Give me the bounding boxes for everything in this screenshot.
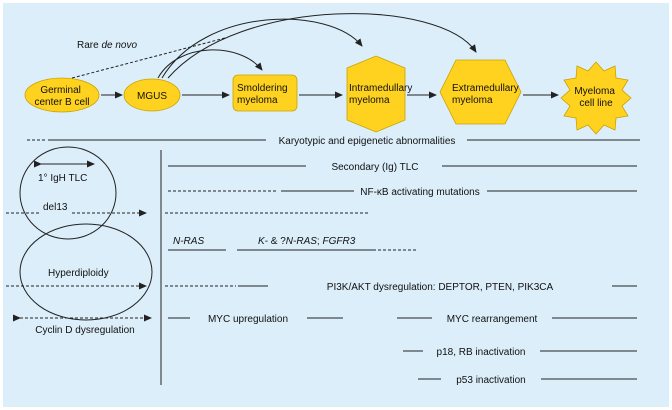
kras-fgfr3-label: K- & ?N-RAS; FGFR3: [258, 236, 356, 247]
stage-intramedullary-label: Intramedullary myeloma: [349, 83, 415, 106]
stage-germinal-center-label: Germinal center B cell: [34, 85, 89, 108]
p53-label: p53 inactivation: [456, 375, 526, 386]
igh-tlc-circle: [19, 146, 117, 240]
stage-smoldering-label: Smoldering myeloma: [237, 83, 290, 106]
stage-mgus-shape: [123, 78, 181, 112]
curve-arrow-to-extramedullary: [167, 13, 477, 79]
myc-upregulation-label: MYC upregulation: [208, 314, 288, 325]
rare-de-novo-label: Rare de novo: [77, 40, 137, 51]
igh-tlc-label: 1° IgH TLC: [38, 173, 87, 184]
nfkb-label: NF-κB activating mutations: [360, 187, 480, 198]
stage-myeloma-cell-line-shape: [560, 61, 632, 135]
stage-intramedullary-shape: [346, 55, 406, 133]
pi3k-label: PI3K/AKT dysregulation: DEPTOR, PTEN, PI…: [327, 282, 554, 293]
curve-arrow-to-smoldering: [157, 49, 263, 79]
rare-de-novo-dashed-line: [71, 37, 226, 79]
secondary-tlc-label: Secondary (Ig) TLC: [331, 162, 418, 173]
myc-rearrangement-label: MYC rearrangement: [447, 314, 538, 325]
background-panel: [3, 3, 669, 407]
cyclin-d-label: Cyclin D dysregulation: [35, 325, 135, 336]
karyotypic-label: Karyotypic and epigenetic abnormalities: [279, 136, 456, 147]
nras-label: N-RAS: [173, 236, 204, 247]
del13-label: del13: [43, 202, 68, 213]
stage-extramedullary-shape: [439, 59, 522, 125]
stage-germinal-center-shape: [24, 77, 100, 113]
stage-smoldering-shape: [232, 74, 298, 112]
stage-extramedullary-label: Extramedullary myeloma: [452, 83, 521, 106]
stage-mgus-label: MGUS: [137, 91, 167, 102]
hyperdiploidy-label: Hyperdiploidy: [48, 268, 109, 279]
curve-arrow-to-intramedullary: [161, 18, 363, 79]
stage-myeloma-cell-line-label: Myeloma cell line: [574, 86, 617, 109]
p18-rb-label: p18, RB inactivation: [437, 347, 526, 358]
